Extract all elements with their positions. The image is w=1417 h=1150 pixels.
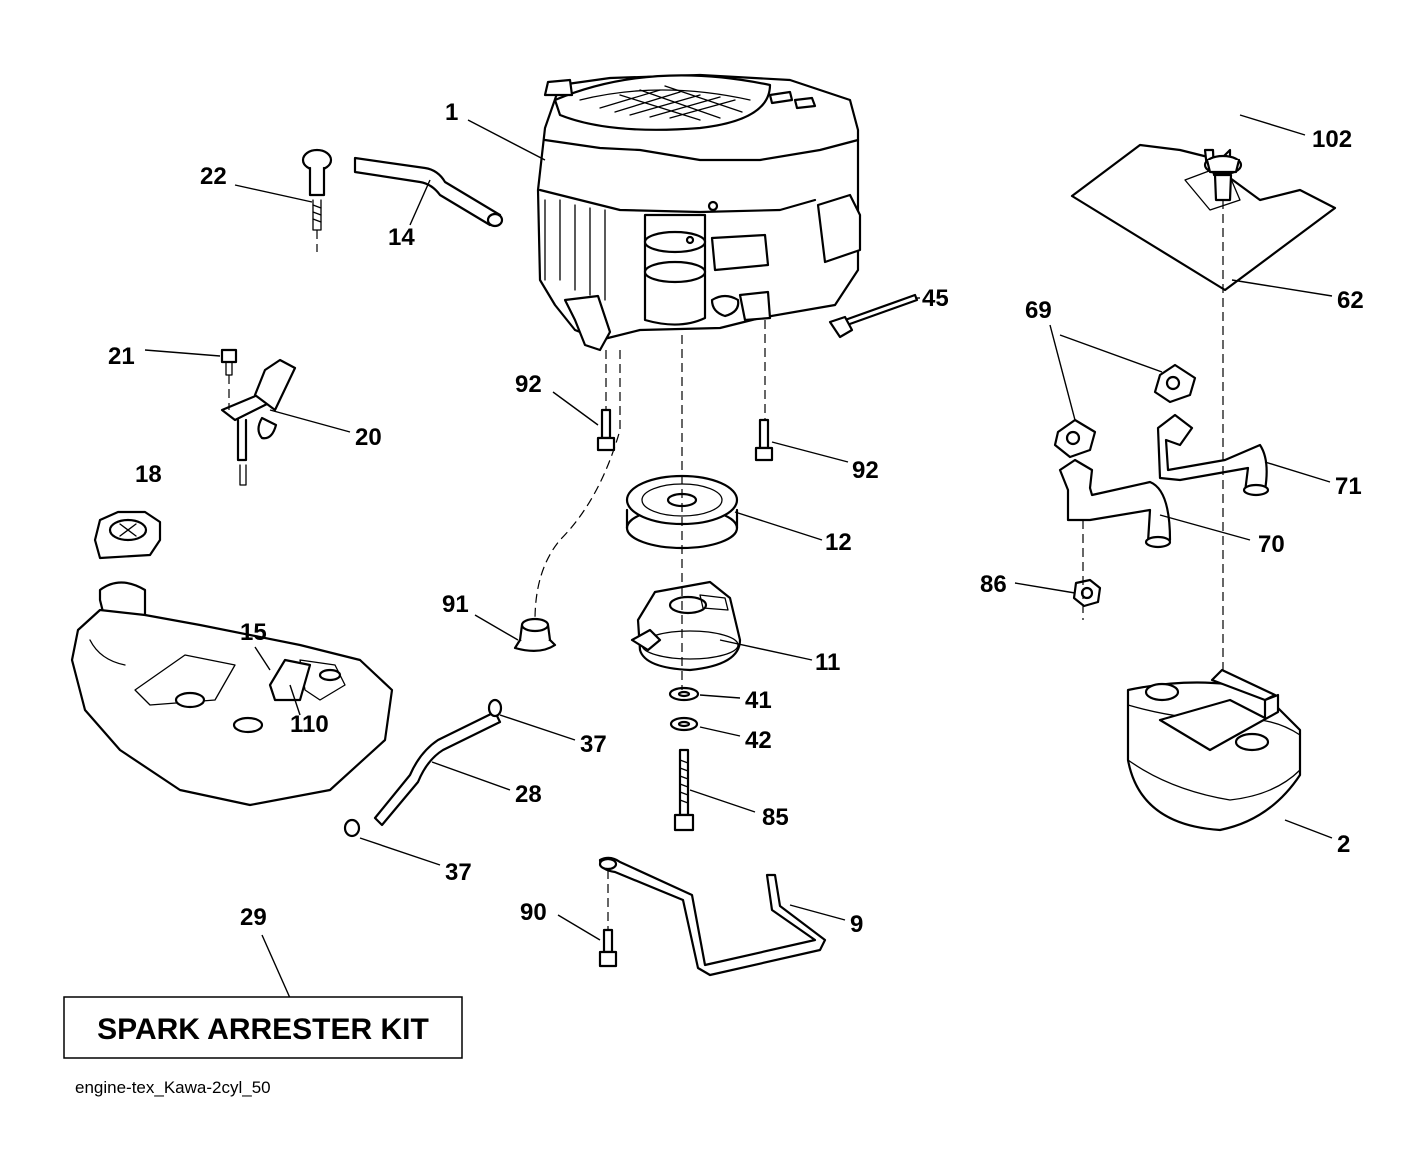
alignment-line-fuel xyxy=(534,350,621,621)
callout-102: 102 xyxy=(1312,126,1352,153)
hose-clamp-lower xyxy=(343,818,361,838)
callout-1: 1 xyxy=(445,99,458,126)
exhaust-pipe-right xyxy=(1156,413,1270,497)
callout-42: 42 xyxy=(745,727,772,754)
callout-45: 45 xyxy=(922,285,949,312)
callout-62: 62 xyxy=(1337,287,1364,314)
exhaust-pipe-left xyxy=(1058,458,1172,549)
fuel-shutoff xyxy=(301,148,333,231)
callout-18: 18 xyxy=(135,461,162,488)
engine xyxy=(536,73,862,352)
callout-22: 22 xyxy=(200,163,227,190)
leader-lines xyxy=(144,114,1333,999)
washer-41 xyxy=(668,686,700,702)
muffler xyxy=(1126,668,1302,832)
engine-bushing xyxy=(513,617,557,652)
callout-71: 71 xyxy=(1335,473,1362,500)
exhaust-nut xyxy=(1072,578,1102,608)
throttle-control xyxy=(220,358,297,486)
pulley-link-rod xyxy=(598,856,827,977)
muffler-screw xyxy=(1203,148,1243,202)
callout-110: 110 xyxy=(290,711,329,738)
fuel-hose xyxy=(353,156,504,228)
engine-bolt-right xyxy=(754,418,774,462)
callout-2: 2 xyxy=(1337,831,1350,858)
hose-clamp-upper xyxy=(487,698,503,718)
callout-92-right: 92 xyxy=(852,457,879,484)
callout-14: 14 xyxy=(388,224,415,251)
washer-42 xyxy=(669,716,699,732)
spark-arrester-kit-label: SPARK ARRESTER KIT xyxy=(97,1013,429,1046)
callout-29: 29 xyxy=(240,904,267,931)
callout-11: 11 xyxy=(815,649,840,676)
callout-15: 15 xyxy=(240,619,267,646)
callout-20: 20 xyxy=(355,424,382,451)
callout-92-left: 92 xyxy=(515,371,542,398)
rod-bolt xyxy=(598,928,618,968)
callout-21: 21 xyxy=(108,343,135,370)
muffler-heat-shield xyxy=(1070,143,1337,292)
callout-28: 28 xyxy=(515,781,542,808)
callout-86: 86 xyxy=(980,571,1007,598)
fuel-cap xyxy=(93,510,162,560)
callout-91: 91 xyxy=(442,591,469,618)
callout-labels: 1 2 9 11 12 14 15 18 20 21 22 28 29 37 3… xyxy=(108,99,1364,938)
callout-12: 12 xyxy=(825,529,852,556)
callout-41: 41 xyxy=(745,687,772,714)
callout-37-upper: 37 xyxy=(580,731,607,758)
callout-70: 70 xyxy=(1258,531,1285,558)
engine-pulley xyxy=(625,474,739,550)
throttle-bolt xyxy=(220,348,238,376)
engine-bolt-left xyxy=(596,408,616,452)
callout-85: 85 xyxy=(762,804,789,831)
callout-37-lower: 37 xyxy=(445,859,472,886)
callout-90: 90 xyxy=(520,899,547,926)
spark-arrester-kit-box xyxy=(63,996,463,1059)
diagram-reference-code: engine-tex_Kawa-2cyl_50 xyxy=(75,1078,271,1097)
callout-69: 69 xyxy=(1025,297,1052,324)
exhaust-gasket-upper xyxy=(1153,363,1197,404)
oil-drain-fitting xyxy=(828,293,919,339)
callout-9: 9 xyxy=(850,911,863,938)
fuel-tank xyxy=(70,581,394,807)
electric-pto-clutch xyxy=(630,580,742,672)
exhaust-gasket-lower xyxy=(1053,418,1097,459)
fuel-line xyxy=(373,710,502,827)
clutch-bolt xyxy=(673,748,695,832)
